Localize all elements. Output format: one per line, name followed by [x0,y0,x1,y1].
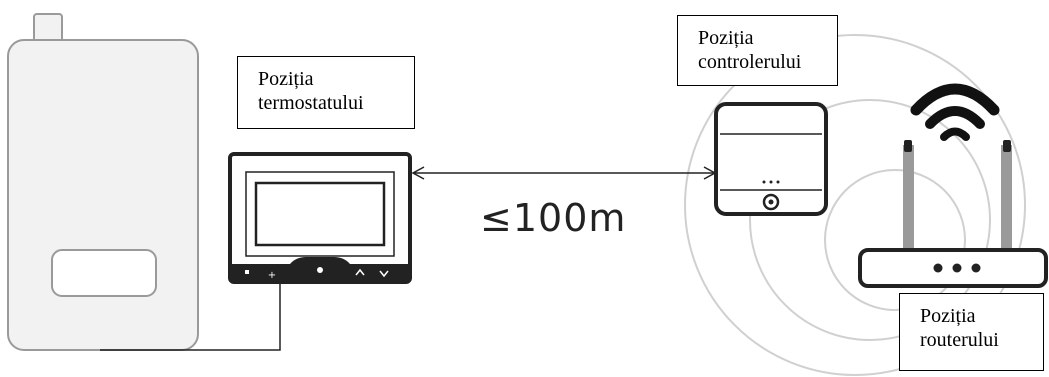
svg-text:+: + [268,270,276,281]
controller-device-icon [714,102,828,216]
boiler-thermostat-wire [100,280,281,351]
router-label-line-1: Poziția [920,305,976,327]
router-position-label: Poziția routerului [899,293,1044,371]
controller-label-line-1: Poziția [698,27,754,49]
router-icon [858,140,1048,288]
boiler-icon [7,13,199,351]
signal-rings [684,34,1026,376]
router-label-line-2: routerului [920,329,999,351]
distance-label: ≤100m [480,196,627,240]
thermostat-label-line-1: Poziția [258,68,314,90]
range-arrow [411,166,717,180]
controller-position-label: Poziția controlerului [677,15,838,86]
thermostat-position-label: Poziția termostatului [237,56,415,129]
thermostat-device-icon: + [228,152,412,284]
controller-label-line-2: controlerului [698,51,802,73]
thermostat-label-line-2: termostatului [258,92,364,114]
wifi-icon [910,83,1000,141]
